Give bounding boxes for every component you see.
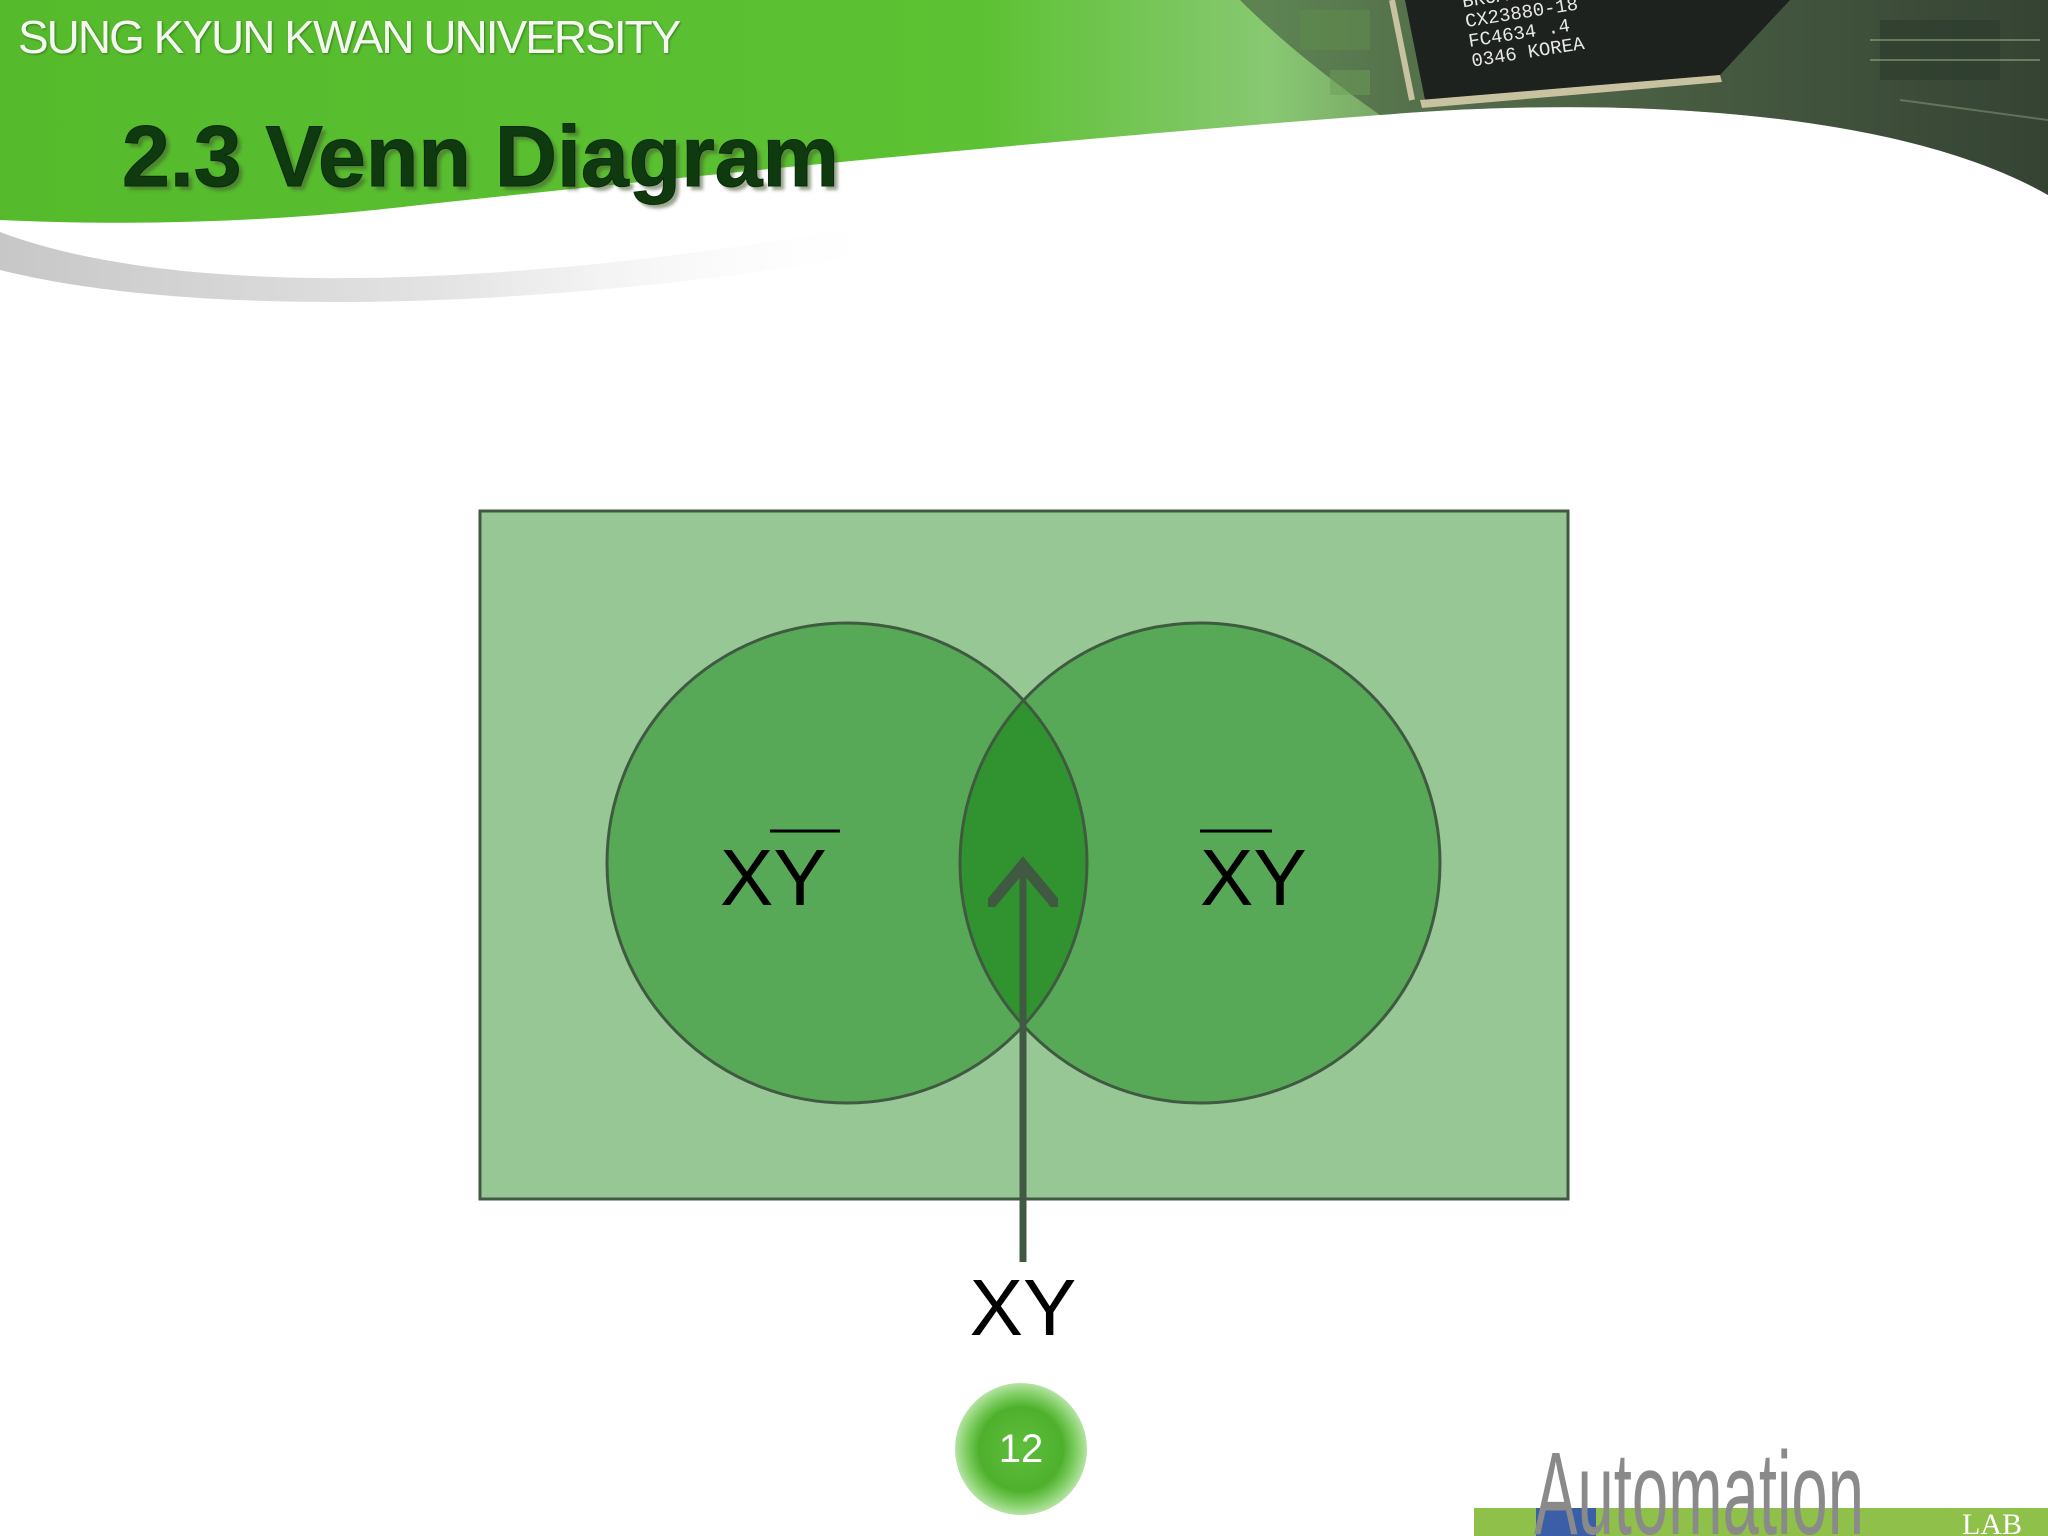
page-title: 2.3 Venn Diagram xyxy=(122,109,840,206)
label-x-ybar-x: X xyxy=(720,833,773,922)
automation-lab-logo: Automation LAB xyxy=(1474,1428,2048,1536)
circle-y xyxy=(960,623,1440,1103)
page-number: 12 xyxy=(998,1427,1044,1471)
label-x-ybar-y: Y xyxy=(773,833,826,922)
university-name: SUNG KYUN KWAN UNIVERSITY xyxy=(18,11,681,63)
circle-x xyxy=(607,623,1087,1103)
chip: BROADCOM CX23880-18 FC4634 .4 0346 KOREA xyxy=(1389,0,1790,108)
logo-text: Automation xyxy=(1534,1428,1864,1536)
svg-text:XY: XY xyxy=(720,833,827,922)
label-xbar-y-y: Y xyxy=(1253,833,1306,922)
circuit-board-image: BROADCOM CX23880-18 FC4634 .4 0346 KOREA xyxy=(1240,0,2048,195)
header-banner: BROADCOM CX23880-18 FC4634 .4 0346 KOREA xyxy=(0,0,2048,303)
svg-text:XY: XY xyxy=(1200,833,1307,922)
label-xbar-y: XY xyxy=(1200,829,1307,922)
label-xy: XY xyxy=(970,1263,1077,1352)
logo-lab-text: LAB xyxy=(1962,1508,2022,1536)
page-number-badge: 12 xyxy=(955,1383,1087,1515)
label-x-ybar: XY xyxy=(720,829,840,922)
label-xbar-y-x: X xyxy=(1200,833,1253,922)
